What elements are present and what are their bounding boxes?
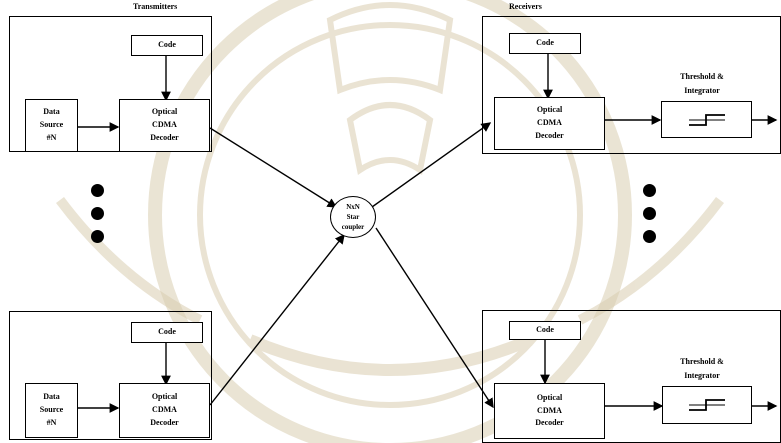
ellipsis-dot bbox=[643, 184, 656, 197]
ellipsis-dot bbox=[91, 184, 104, 197]
star-coupler: NxN Star coupler bbox=[330, 196, 376, 238]
threshold-integrator-label: Threshold & Integrator bbox=[664, 355, 740, 384]
threshold-integrator-box bbox=[662, 386, 752, 424]
rx-code-box: Code bbox=[509, 33, 581, 54]
threshold-line-1: Threshold & bbox=[680, 72, 724, 81]
encoder-line-2: CDMA bbox=[152, 120, 177, 130]
decoder-box: Optical CDMA Decoder bbox=[494, 383, 605, 439]
data-source-line-1: Data bbox=[43, 107, 60, 117]
decoder-line-3: Decoder bbox=[535, 130, 564, 140]
encoder-line-3: Decoder bbox=[150, 417, 179, 427]
tx-code-box: Code bbox=[131, 322, 203, 343]
receivers-label: Receivers bbox=[509, 2, 542, 11]
tx-code-label: Code bbox=[158, 327, 176, 337]
threshold-line-2: Integrator bbox=[684, 371, 720, 381]
decoder-line-1: Optical bbox=[536, 392, 563, 402]
encoder-line-2: CDMA bbox=[152, 405, 177, 415]
data-source-box: Data Source #N bbox=[25, 383, 78, 438]
ellipsis-dot bbox=[91, 207, 104, 220]
tx-code-label: Code bbox=[158, 40, 176, 50]
threshold-line-2: Integrator bbox=[684, 86, 720, 96]
decoder-line-1: Optical bbox=[536, 105, 563, 115]
rx-code-label: Code bbox=[536, 38, 554, 48]
encoder-line-1: Optical bbox=[151, 392, 178, 402]
decoder-line-3: Decoder bbox=[535, 418, 564, 428]
decoder-line-2: CDMA bbox=[537, 118, 562, 128]
ellipsis-dot bbox=[91, 230, 104, 243]
encoder-line-3: Decoder bbox=[150, 132, 179, 142]
encoder-box: Optical CDMA Decoder bbox=[119, 99, 210, 152]
transmitter-frame bbox=[9, 311, 212, 440]
step-function-icon bbox=[689, 399, 725, 411]
coupler-line-3: coupler bbox=[341, 223, 365, 232]
ellipsis-dot bbox=[643, 207, 656, 220]
data-source-line-3: #N bbox=[46, 417, 57, 427]
ellipsis-dot bbox=[643, 230, 656, 243]
tx-code-box: Code bbox=[131, 35, 203, 56]
data-source-line-2: Source bbox=[39, 120, 64, 130]
threshold-integrator-box bbox=[661, 101, 752, 138]
transmitters-label: Transmitters bbox=[133, 2, 178, 11]
encoder-box: Optical CDMA Decoder bbox=[119, 383, 210, 438]
rx-code-box: Code bbox=[509, 321, 581, 340]
coupler-line-2: Star bbox=[346, 212, 360, 221]
data-source-line-1: Data bbox=[43, 392, 60, 402]
threshold-line-1: Threshold & bbox=[680, 357, 724, 366]
data-source-line-3: #N bbox=[46, 132, 57, 142]
step-function-icon bbox=[688, 113, 725, 126]
transmitter-frame bbox=[9, 16, 212, 152]
threshold-integrator-label: Threshold & Integrator bbox=[664, 70, 740, 99]
data-source-box: Data Source #N bbox=[25, 99, 78, 152]
decoder-line-2: CDMA bbox=[537, 405, 562, 415]
encoder-line-1: Optical bbox=[151, 107, 178, 117]
data-source-line-2: Source bbox=[39, 405, 64, 415]
decoder-box: Optical CDMA Decoder bbox=[494, 97, 605, 150]
coupler-line-1: NxN bbox=[346, 202, 360, 211]
rx-code-label: Code bbox=[536, 325, 554, 335]
